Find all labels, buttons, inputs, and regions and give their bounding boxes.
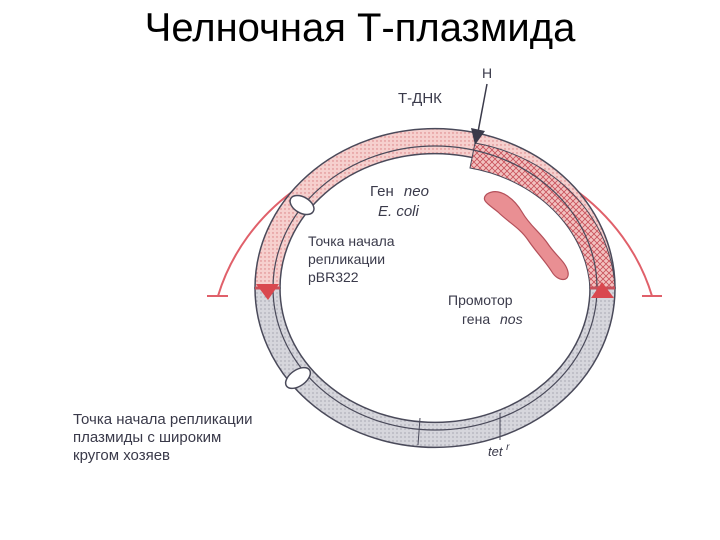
gene-neo-italic: neo	[404, 183, 429, 200]
tick-mark	[417, 417, 421, 446]
promoter-line2-prefix: гена	[462, 311, 490, 327]
pbr322-origin-oval	[289, 194, 315, 216]
broad-ori-line3: кругом хозяев	[73, 447, 170, 464]
right-border-marker	[591, 282, 614, 298]
h-arrowhead-icon	[471, 128, 485, 145]
promoter-line2: гена nos	[462, 311, 523, 327]
promoter-line1: Промотор	[448, 292, 513, 308]
e-coli-label: E. coli	[378, 203, 420, 220]
broad-ori-line1: Точка начала репликации	[73, 411, 252, 428]
h-pointer-line	[477, 83, 488, 133]
left-border-marker	[256, 284, 279, 300]
tet-base: tet	[488, 444, 504, 459]
vector-segment	[254, 287, 616, 449]
gene-neo-label: Ген neo	[370, 183, 429, 200]
tet-label: tet r	[488, 442, 510, 459]
gene-neo-prefix: Ген	[370, 183, 394, 200]
broad-host-origin-oval	[284, 366, 312, 390]
ori-pbr-line3: pBR322	[308, 269, 359, 285]
slide-title: Челночная Т-плазмида	[144, 6, 576, 50]
ori-pbr-line1: Точка начала	[308, 233, 395, 249]
h-label: H	[482, 65, 492, 81]
neo-gene-squiggle	[483, 191, 569, 281]
promoter-line2-italic: nos	[500, 311, 523, 327]
t-dna-label: Т-ДНК	[398, 90, 442, 107]
ori-pbr-line2: репликации	[308, 251, 385, 267]
tet-superscript: r	[506, 442, 510, 453]
broad-ori-line2: плазмиды с широким	[73, 429, 221, 446]
